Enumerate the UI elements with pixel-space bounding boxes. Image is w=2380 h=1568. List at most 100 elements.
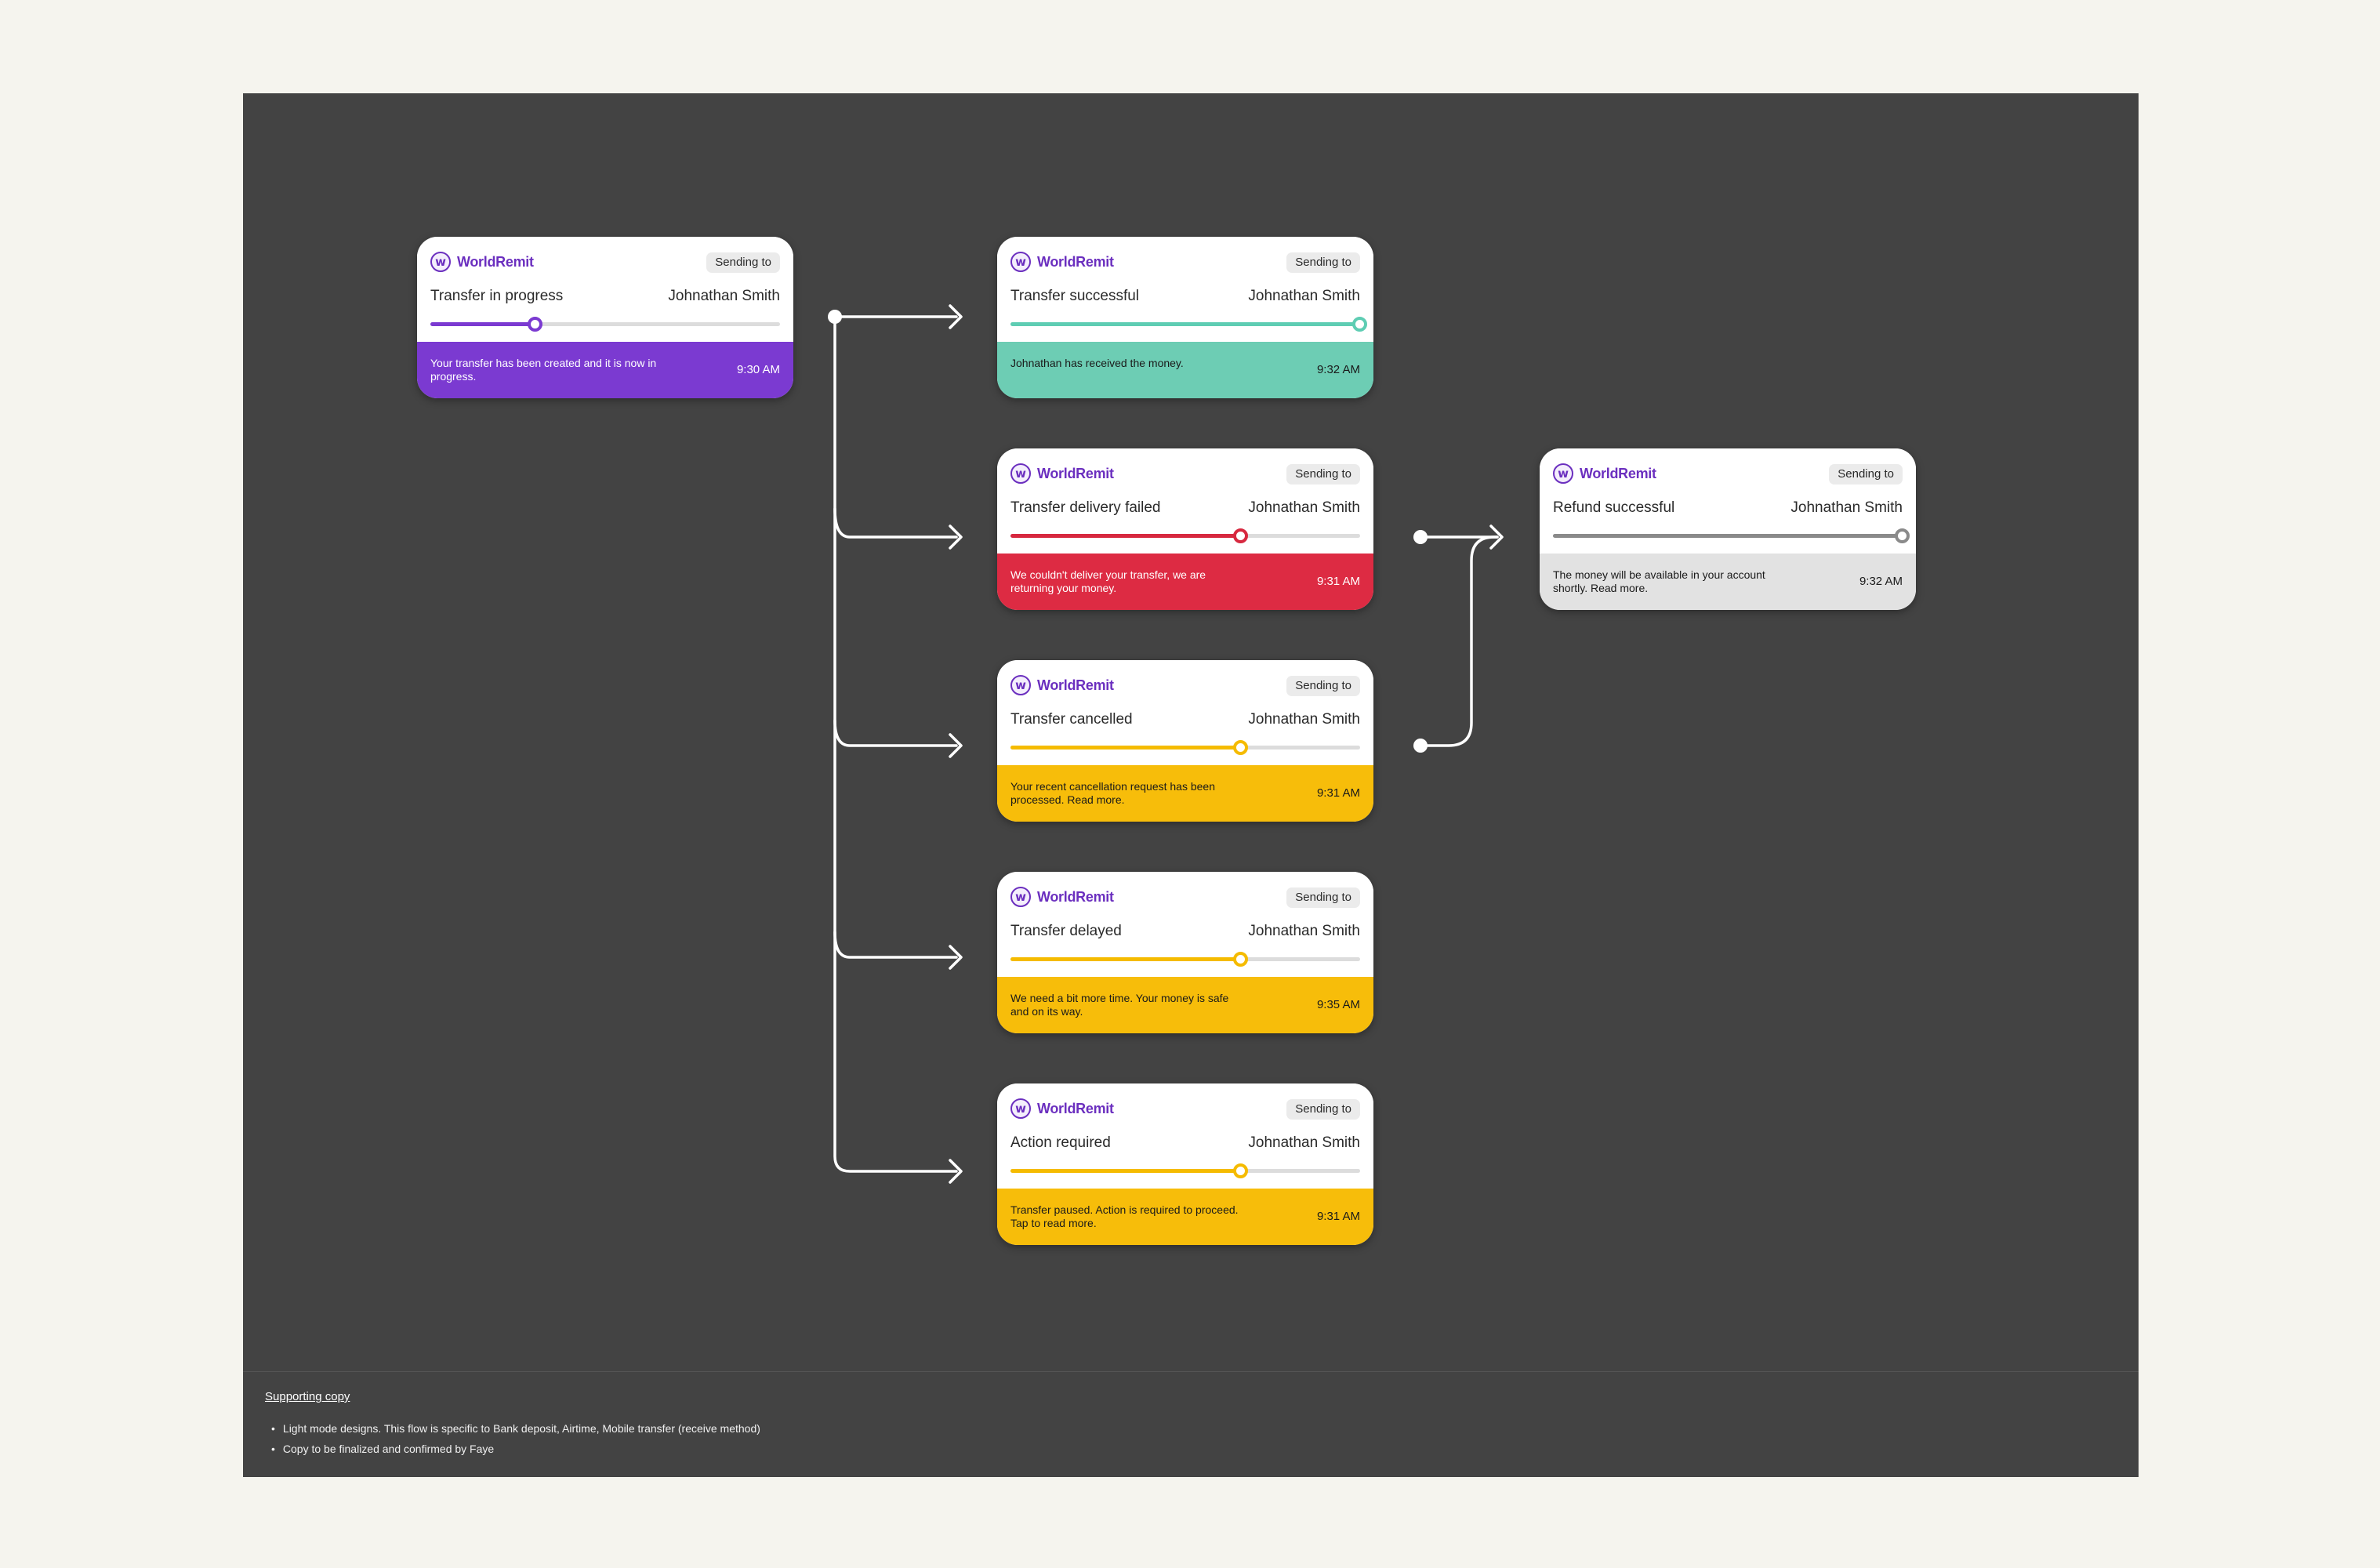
brand-logo: w WorldRemit	[1010, 887, 1114, 907]
banner-time: 9:35 AM	[1316, 998, 1360, 1011]
arrowhead-failed	[949, 524, 963, 550]
banner-time: 9:31 AM	[1316, 575, 1360, 588]
connector-failed-dot	[1413, 530, 1428, 544]
arrowhead-refund	[1489, 524, 1504, 550]
transfer-status: Transfer cancelled	[1010, 711, 1133, 728]
banner-time: 9:31 AM	[1316, 786, 1360, 800]
brand-name: WorldRemit	[457, 253, 534, 270]
worldremit-logo-icon: w	[1010, 675, 1031, 695]
sending-to-pill: Sending to	[1286, 676, 1360, 696]
connector-to-failed	[833, 507, 958, 539]
progress-track	[1010, 317, 1367, 332]
brand-logo: w WorldRemit	[430, 252, 534, 272]
notification-card-in-progress[interactable]: w WorldRemit Sending to Transfer in prog…	[417, 237, 793, 398]
banner-time: 9:31 AM	[1316, 1210, 1360, 1223]
transfer-status: Action required	[1010, 1134, 1111, 1151]
progress-track	[430, 317, 780, 332]
sending-to-pill: Sending to	[1829, 464, 1903, 485]
supporting-copy-title: Supporting copy	[265, 1390, 350, 1403]
transfer-status: Transfer successful	[1010, 288, 1140, 304]
sending-to-pill: Sending to	[1286, 887, 1360, 908]
notification-card-action-required[interactable]: w WorldRemit Sending to Action required …	[997, 1083, 1373, 1245]
status-banner: We need a bit more time. Your money is s…	[997, 977, 1373, 1033]
connector-trunk	[833, 315, 958, 1173]
progress-knob	[1352, 317, 1367, 332]
banner-message: We need a bit more time. Your money is s…	[1010, 992, 1229, 1018]
banner-time: 9:30 AM	[736, 363, 780, 376]
progress-track	[1010, 528, 1360, 543]
status-banner: Johnathan has received the money. 9:32 A…	[997, 342, 1373, 398]
supporting-copy-item: Copy to be finalized and confirmed by Fa…	[271, 1439, 760, 1459]
arrowhead-successful	[949, 304, 963, 329]
banner-time: 9:32 AM	[1316, 363, 1360, 376]
progress-knob	[1233, 952, 1249, 967]
supporting-copy-list: Light mode designs. This flow is specifi…	[271, 1418, 760, 1459]
status-banner: We couldn't deliver your transfer, we ar…	[997, 554, 1373, 610]
connector-to-cancelled	[833, 719, 958, 747]
brand-name: WorldRemit	[1037, 888, 1114, 905]
notification-card-delayed[interactable]: w WorldRemit Sending to Transfer delayed…	[997, 872, 1373, 1033]
recipient-name: Johnathan Smith	[1790, 499, 1903, 516]
worldremit-logo-icon: w	[430, 252, 451, 272]
notification-card-successful[interactable]: w WorldRemit Sending to Transfer success…	[997, 237, 1373, 398]
progress-fill	[1010, 746, 1242, 750]
banner-message: The money will be available in your acco…	[1553, 568, 1765, 594]
brand-name: WorldRemit	[1580, 465, 1656, 481]
connector-cancelled-to-refund	[1419, 535, 1499, 747]
status-banner: Your recent cancellation request has bee…	[997, 765, 1373, 822]
sending-to-pill: Sending to	[1286, 1099, 1360, 1120]
progress-fill	[1553, 534, 1903, 538]
flow-board: w WorldRemit Sending to Transfer in prog…	[243, 93, 2139, 1477]
sending-to-pill: Sending to	[1286, 252, 1360, 273]
recipient-name: Johnathan Smith	[1248, 923, 1360, 939]
worldremit-logo-icon: w	[1010, 252, 1031, 272]
recipient-name: Johnathan Smith	[1248, 288, 1360, 304]
arrowhead-delayed	[949, 945, 963, 970]
notification-card-refund-successful[interactable]: w WorldRemit Sending to Refund successfu…	[1540, 448, 1916, 610]
worldremit-logo-icon: w	[1553, 463, 1573, 484]
brand-logo: w WorldRemit	[1010, 675, 1114, 695]
transfer-status: Transfer in progress	[430, 288, 564, 304]
brand-logo: w WorldRemit	[1010, 463, 1114, 484]
transfer-status: Transfer delayed	[1010, 923, 1122, 939]
brand-logo: w WorldRemit	[1553, 463, 1656, 484]
progress-knob	[1233, 740, 1249, 755]
progress-fill	[1010, 534, 1242, 538]
brand-name: WorldRemit	[1037, 253, 1114, 270]
transfer-status: Transfer delivery failed	[1010, 499, 1161, 516]
arrowhead-action	[949, 1159, 963, 1184]
notification-card-delivery-failed[interactable]: w WorldRemit Sending to Transfer deliver…	[997, 448, 1373, 610]
worldremit-logo-icon: w	[1010, 463, 1031, 484]
banner-message: Your transfer has been created and it is…	[430, 357, 657, 383]
arrowhead-cancelled	[949, 733, 963, 758]
progress-fill	[1010, 322, 1360, 326]
banner-time: 9:32 AM	[1859, 575, 1903, 588]
progress-knob	[1233, 528, 1249, 543]
worldremit-logo-icon: w	[1010, 1098, 1031, 1119]
recipient-name: Johnathan Smith	[1248, 499, 1360, 516]
connector-cancelled-dot	[1413, 739, 1428, 753]
connector-origin-dot	[828, 310, 842, 324]
progress-knob	[1233, 1163, 1249, 1178]
progress-track	[1553, 528, 1910, 543]
banner-message: Transfer paused. Action is required to p…	[1010, 1203, 1239, 1229]
brand-name: WorldRemit	[1037, 465, 1114, 481]
sending-to-pill: Sending to	[706, 252, 780, 273]
progress-fill	[1010, 1169, 1242, 1173]
banner-message: Johnathan has received the money.	[1010, 357, 1184, 369]
recipient-name: Johnathan Smith	[668, 288, 780, 304]
progress-track	[1010, 1163, 1360, 1178]
progress-track	[1010, 740, 1360, 755]
progress-knob	[527, 317, 542, 332]
progress-knob	[1895, 528, 1910, 543]
notification-card-cancelled[interactable]: w WorldRemit Sending to Transfer cancell…	[997, 660, 1373, 822]
banner-message: Your recent cancellation request has bee…	[1010, 780, 1215, 806]
worldremit-logo-icon: w	[1010, 887, 1031, 907]
progress-fill	[1010, 957, 1242, 961]
status-banner: Your transfer has been created and it is…	[417, 342, 793, 398]
notes-divider	[243, 1371, 2139, 1372]
brand-name: WorldRemit	[1037, 677, 1114, 693]
banner-message: We couldn't deliver your transfer, we ar…	[1010, 568, 1206, 594]
status-banner: Transfer paused. Action is required to p…	[997, 1189, 1373, 1245]
sending-to-pill: Sending to	[1286, 464, 1360, 485]
